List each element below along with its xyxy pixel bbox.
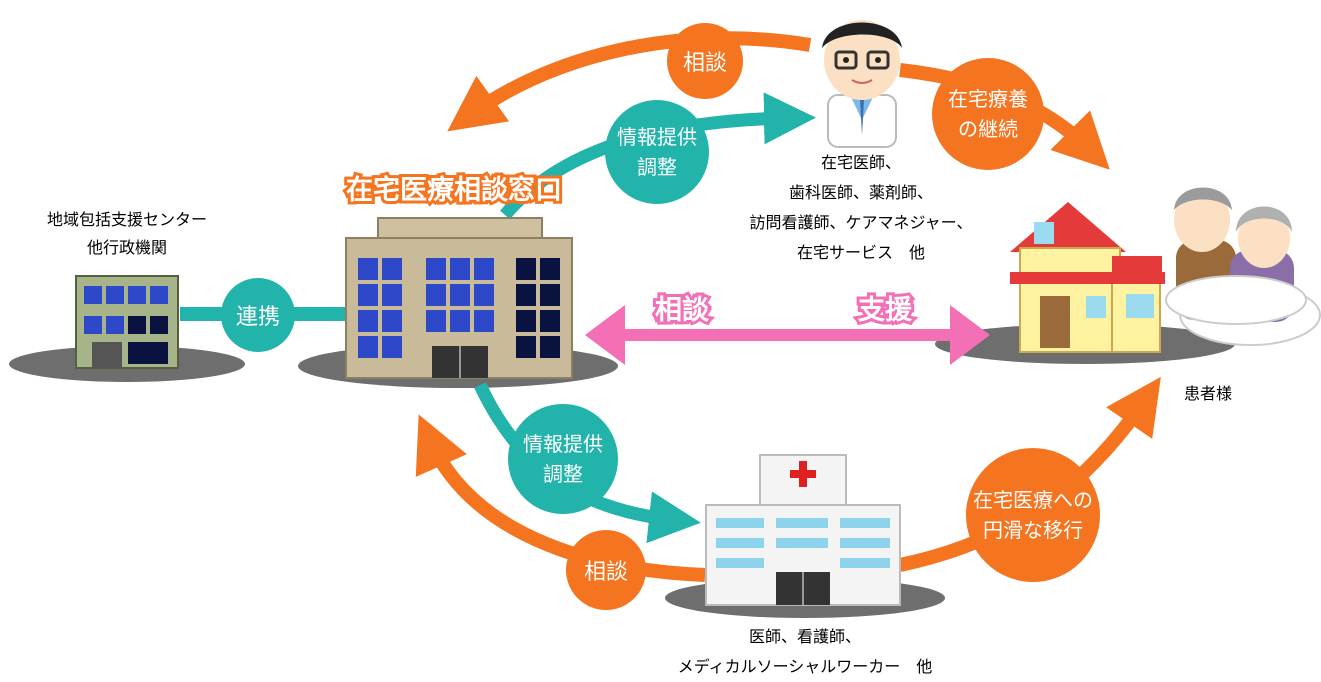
house-icon [1010,202,1165,353]
pink-arrow-right-head [950,305,990,365]
pink-arrow-left-head [585,305,625,365]
top-consult-badge: 相談 [667,23,743,99]
left-org-label: 地域包括支援センター 他行政機関 [22,206,232,262]
center-title: 在宅医療相談窓口 [343,172,565,209]
pink-consult-label: 相談 [652,292,712,329]
hospital-icon [705,454,901,606]
continue-care-line1: 在宅療養 [948,87,1028,111]
bottom-consult-badge: 相談 [566,530,646,610]
info-top-line1: 情報提供 [617,125,697,149]
info-top-line2: 調整 [637,155,677,179]
smooth-transition-line2: 円滑な移行 [983,518,1083,542]
doctor-group-line3: 訪問看護師、ケアマネジャー、 [749,213,973,232]
doctor-icon [822,20,902,148]
smooth-transition-badge: 在宅医療への 円滑な移行 [966,448,1100,582]
bottom-consult-label: 相談 [583,560,628,585]
doctor-group-line4: 在宅サービス 他 [796,243,925,262]
info-bottom-badge: 情報提供 調整 [508,404,618,514]
center-building-icon [345,217,573,379]
info-bottom-line2: 調整 [543,462,583,486]
continue-care-line2: の継続 [958,117,1018,141]
patients-icon [1165,187,1321,346]
left-org-line2: 他行政機関 [86,238,167,257]
link-badge: 連携 [221,278,295,352]
left-org-line1: 地域包括支援センター [46,210,207,229]
info-bottom-line1: 情報提供 [523,432,603,456]
doctor-group-line2: 歯科医師、薬剤師、 [788,183,933,202]
pink-support-label: 支援 [855,292,915,329]
smooth-transition-line1: 在宅医療への [973,488,1093,512]
hospital-group-line2: メディカルソーシャルワーカー 他 [677,657,933,676]
continue-care-badge: 在宅療養 の継続 [932,58,1044,170]
doctor-group-line1: 在宅医師、 [820,153,901,172]
top-consult-label: 相談 [682,51,727,76]
hospital-group-line1: 医師、看護師、 [748,627,861,646]
bottom-consult-arrow [415,414,706,582]
link-label: 連携 [235,305,280,330]
top-consult-arrow [447,31,812,132]
patient-label: 患者様 [1183,384,1232,403]
hospital-group-label: 医師、看護師、 メディカルソーシャルワーカー 他 [650,622,960,682]
info-top-badge: 情報提供 調整 [605,100,709,204]
left-building-icon [75,275,179,369]
doctor-group-label: 在宅医師、 歯科医師、薬剤師、 訪問看護師、ケアマネジャー、 在宅サービス 他 [716,148,1006,268]
